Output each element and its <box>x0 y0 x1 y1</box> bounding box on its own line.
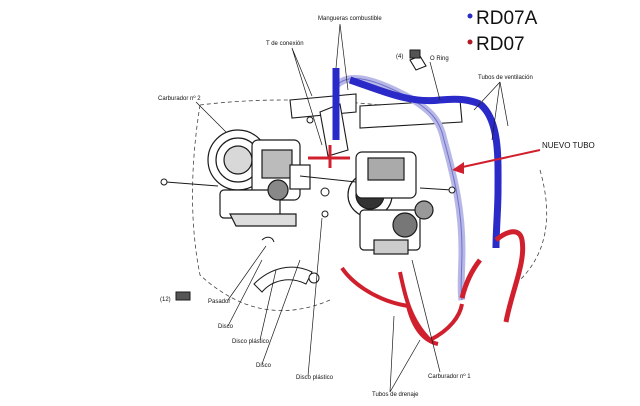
light-hose-outline <box>335 78 463 301</box>
top-hose-assembly <box>289 55 463 157</box>
label-ref-12: (12) <box>160 297 171 303</box>
label-tubos-ventilacion: Tubos de ventilación <box>478 75 533 81</box>
small-parts <box>160 49 456 301</box>
label-tubos-drenaje: Tubos de drenaje <box>372 392 419 398</box>
label-disco-2: Disco <box>256 363 272 369</box>
label-pasador: Pasador <box>208 299 230 305</box>
label-mangueras: Mangueras combustible <box>318 16 382 22</box>
t-connector <box>308 145 350 168</box>
legend-swatch-rd07a <box>467 13 473 19</box>
label-nuevo-tubo: NUEVO TUBO <box>542 141 595 150</box>
label-o-ring: O Ring <box>430 56 449 62</box>
label-carburador-1: Carburador nº 1 <box>428 373 471 380</box>
red-hose-vent-ext <box>494 229 526 323</box>
carburetor-2 <box>207 129 311 227</box>
label-disco-1: Disco <box>218 324 234 330</box>
red-drain-hose-2 <box>398 271 464 343</box>
blue-hose-vent-left <box>348 76 482 108</box>
nuevo-tubo-arrow-head <box>452 162 464 174</box>
label-carburador-2: Carburador nº 2 <box>158 95 201 102</box>
label-t-conexion: T de conexión <box>266 41 304 47</box>
blue-hose-vent-right <box>477 101 502 249</box>
legend: RD07A RD07 <box>467 8 538 55</box>
label-ref-4: (4) <box>396 54 403 60</box>
legend-swatch-rd07 <box>467 39 473 45</box>
legend-label-rd07a: RD07A <box>476 8 538 29</box>
leader-lines <box>195 23 509 393</box>
label-disco-plastico-2: Disco plástico <box>296 375 334 381</box>
red-hose-join <box>459 258 482 299</box>
nuevo-tubo-arrow-line <box>457 149 541 169</box>
carburetor-1 <box>347 151 434 255</box>
label-disco-plastico-1: Disco plástico <box>232 339 270 345</box>
legend-label-rd07: RD07 <box>476 34 525 55</box>
